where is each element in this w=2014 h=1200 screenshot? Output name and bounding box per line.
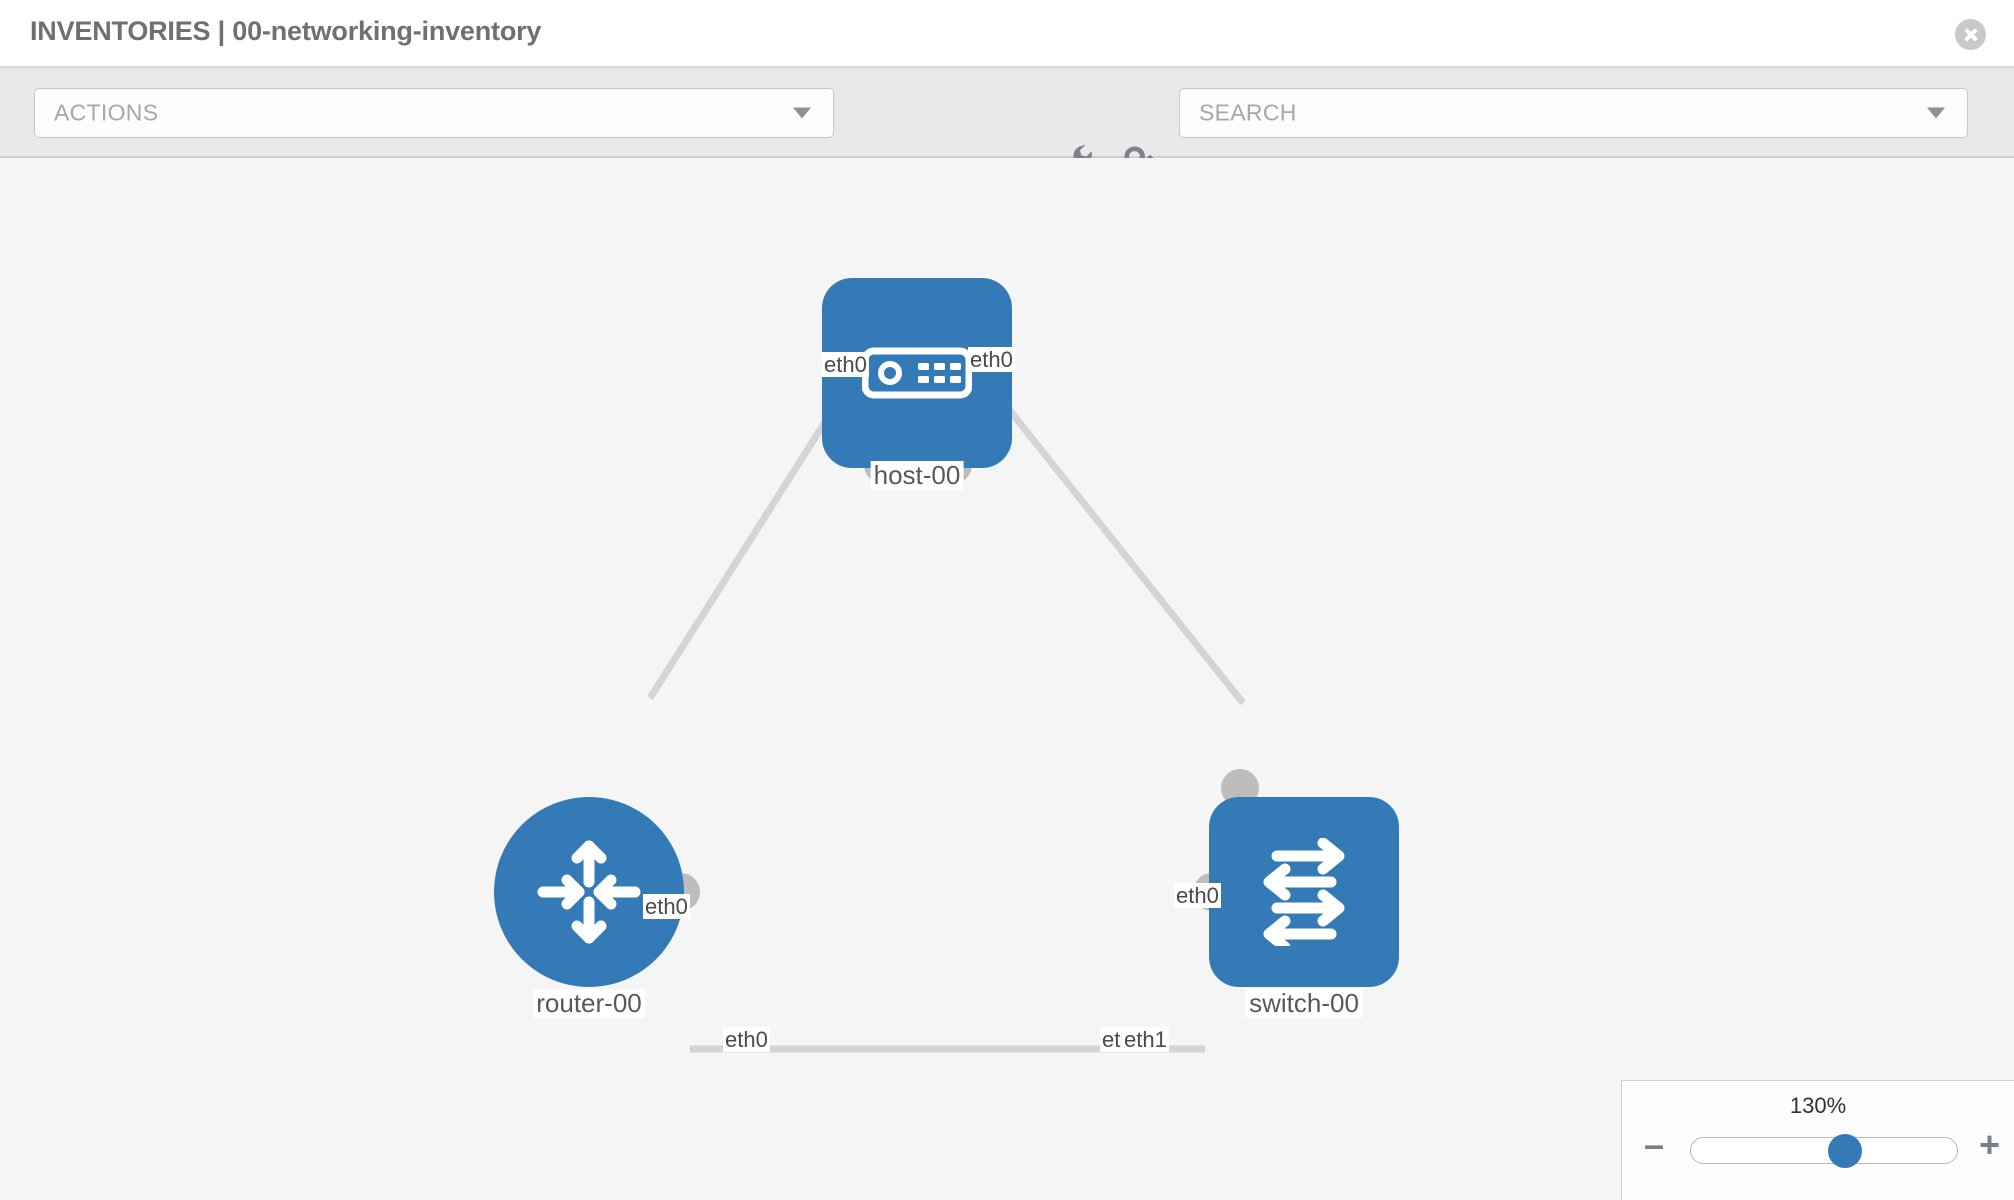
zoom-control-panel: 130% – + xyxy=(1621,1080,2014,1200)
node-switch-00[interactable]: switch-00 xyxy=(1193,769,1399,1019)
chevron-down-icon xyxy=(1927,107,1945,119)
zoom-out-button[interactable]: – xyxy=(1644,1124,1665,1165)
server-device-icon xyxy=(862,347,972,399)
toolbar: ACTIONS SEARCH xyxy=(0,68,2014,180)
chevron-down-icon xyxy=(793,107,811,119)
actions-dropdown-label: ACTIONS xyxy=(54,99,159,126)
page-title: INVENTORIES | 00-networking-inventory xyxy=(30,16,542,46)
router-arrows-icon xyxy=(537,840,641,944)
switch-arrows-icon xyxy=(1263,838,1345,946)
topology-canvas[interactable]: host-00 route xyxy=(0,158,2014,1200)
edge-label-host-left: eth0 xyxy=(822,352,869,378)
zoom-in-button[interactable]: + xyxy=(1978,1124,2000,1165)
node-switch-00-shape[interactable] xyxy=(1209,797,1399,987)
zoom-level-value: 130% xyxy=(1789,1093,1847,1118)
search-placeholder: SEARCH xyxy=(1199,99,1297,126)
node-router-00-shape[interactable] xyxy=(494,797,684,987)
node-router-00[interactable]: router-00 xyxy=(494,797,700,1019)
page-header: INVENTORIES | 00-networking-inventory xyxy=(0,0,2014,68)
node-switch-00-label: switch-00 xyxy=(1246,988,1362,1019)
close-icon[interactable] xyxy=(1955,19,1986,50)
zoom-slider-handle[interactable] xyxy=(1828,1134,1863,1168)
edge-label-router-right: eth0 xyxy=(723,1027,770,1053)
edge-label-switch-left: eth1 xyxy=(1122,1027,1169,1053)
edge-label-switch-upper: eth0 xyxy=(1174,883,1221,909)
actions-dropdown[interactable]: ACTIONS xyxy=(34,88,834,138)
node-router-00-label: router-00 xyxy=(533,988,645,1019)
zoom-slider[interactable] xyxy=(1690,1134,1958,1168)
edge-label-router-upper: eth0 xyxy=(643,894,690,920)
edge-label-host-right: eth0 xyxy=(968,347,1015,373)
node-host-00-label: host-00 xyxy=(870,460,964,491)
search-input[interactable]: SEARCH xyxy=(1179,88,1968,138)
